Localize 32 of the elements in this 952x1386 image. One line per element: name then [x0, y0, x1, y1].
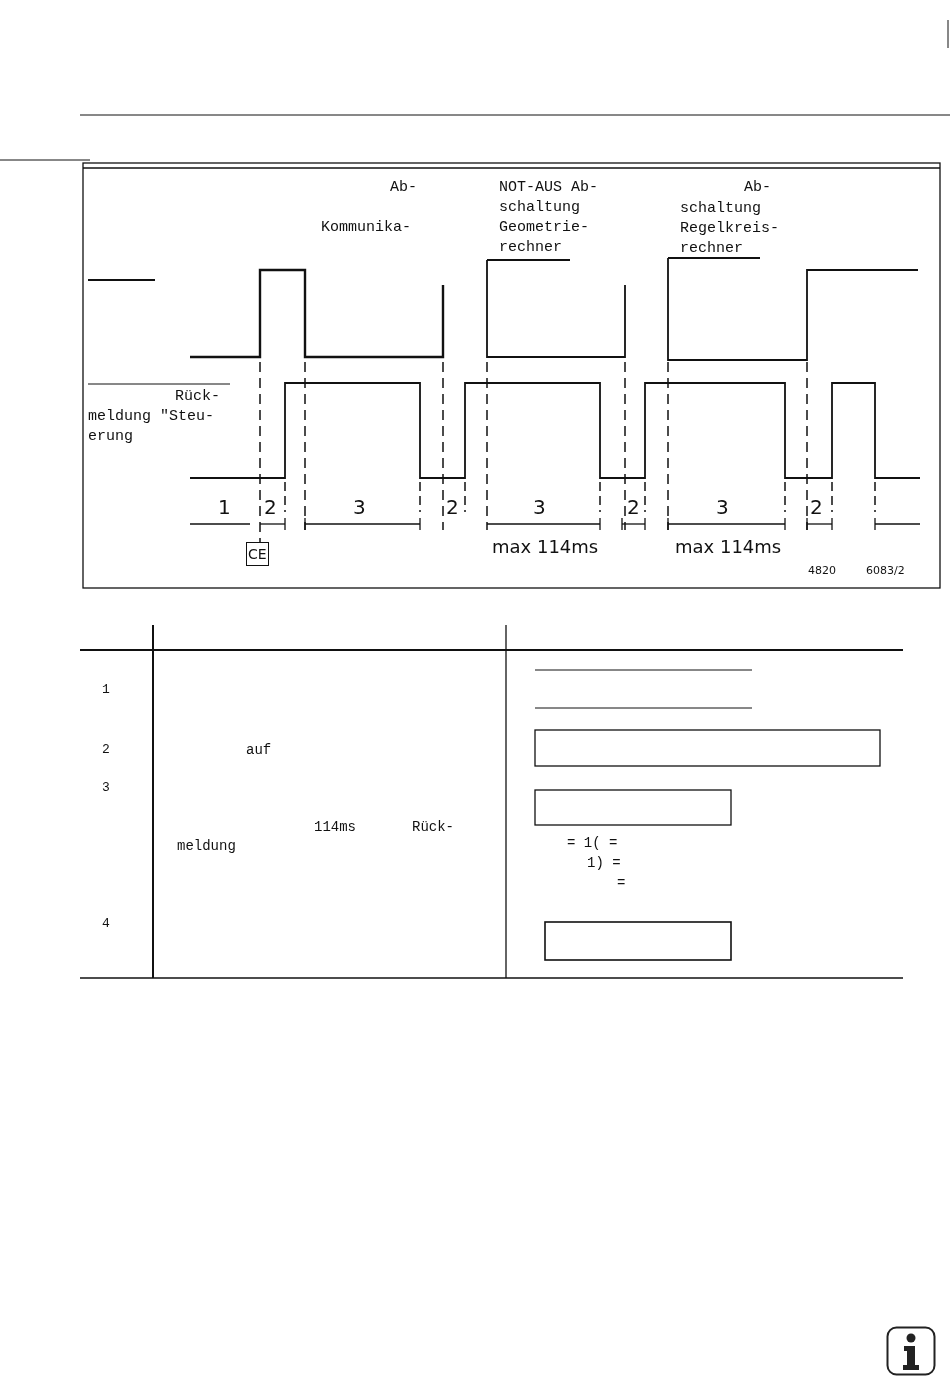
text-label: max 114ms	[675, 536, 782, 558]
text-label: Ab-	[390, 178, 417, 198]
interval-number: 2	[264, 496, 277, 518]
text-label: 6083/2	[866, 563, 905, 579]
table-cell-text: 3	[102, 779, 110, 797]
text-label: meldung "Steu-	[88, 407, 215, 427]
interval-number: 1	[218, 496, 231, 518]
text-label: 4820	[808, 563, 836, 579]
interval-number: 2	[627, 496, 640, 518]
interval-number: 3	[716, 496, 729, 518]
table-cell-text: =	[617, 874, 626, 893]
text-label: Ab-	[744, 178, 771, 198]
interval-number: 2	[810, 496, 823, 518]
interval-number: 3	[353, 496, 366, 518]
table-cell-text: 2	[102, 741, 110, 759]
text-label: Rück-	[175, 387, 220, 407]
table-cell-text: 114ms	[314, 818, 356, 837]
table-cell-text: meldung	[177, 837, 236, 856]
text-label: erung	[88, 427, 133, 447]
text-label: schaltung Regelkreis- rechner	[680, 199, 779, 259]
text-label: NOT-AUS Ab- schaltung Geometrie- rechner	[499, 178, 598, 258]
table-cell-text: 1	[102, 681, 110, 699]
interval-number: 2	[446, 496, 459, 518]
interval-number: 3	[533, 496, 546, 518]
text-label: Kommunika-	[321, 218, 411, 238]
table-cell-text: Rück-	[412, 818, 454, 837]
table-cell-text: 4	[102, 915, 110, 933]
text-label: max 114ms	[492, 536, 599, 558]
table-cell-text: 1) =	[587, 854, 621, 873]
marker-box: CE	[246, 542, 269, 566]
table-cell-text: auf	[246, 741, 272, 760]
table-cell-text: = 1( =	[567, 834, 618, 853]
